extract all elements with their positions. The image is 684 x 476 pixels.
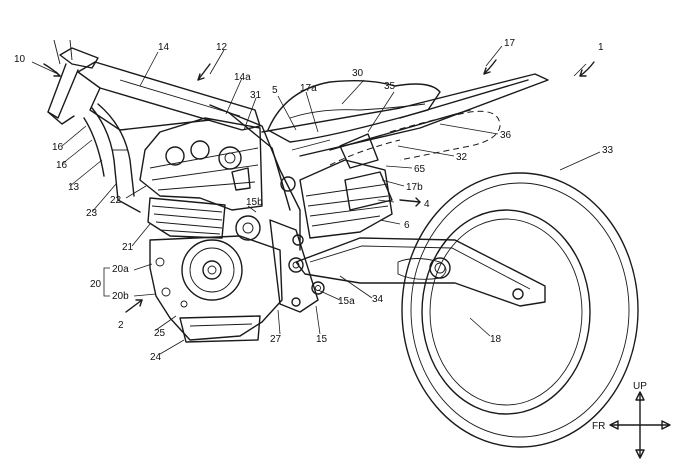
label-24: 24	[150, 352, 162, 363]
label-25: 25	[154, 328, 166, 339]
label-13: 13	[68, 182, 80, 193]
label-65: 65	[414, 164, 426, 175]
label-15a: 15a	[338, 296, 355, 307]
leader-lines	[31, 45, 601, 355]
pivot-bracket	[269, 176, 325, 313]
label-16-lower: 16	[56, 160, 68, 171]
label-27: 27	[270, 334, 282, 345]
label-36: 36	[500, 130, 512, 141]
label-17a: 17a	[300, 83, 317, 94]
label-17b: 17b	[406, 182, 423, 193]
label-10: 10	[14, 54, 26, 65]
label-33: 33	[602, 145, 614, 156]
rear-wheel	[401, 172, 639, 448]
label-20: 20	[90, 279, 102, 290]
label-23: 23	[86, 208, 98, 219]
label-21: 21	[122, 242, 134, 253]
direction-front-label: FR	[592, 421, 605, 432]
exhaust-hidden	[329, 110, 501, 166]
label-30: 30	[352, 68, 364, 79]
label-14: 14	[158, 42, 170, 53]
direction-indicator: UP FR	[592, 381, 671, 459]
reference-numerals: 1 10 12 14 17 30 35 5 17a 14a 31 36 33 3…	[14, 38, 614, 363]
label-17: 17	[504, 38, 516, 49]
label-5: 5	[272, 85, 278, 96]
label-35: 35	[384, 81, 396, 92]
steering-head	[47, 39, 99, 125]
label-31: 31	[250, 90, 262, 101]
label-12: 12	[216, 42, 228, 53]
engine-cylinder	[147, 197, 226, 239]
label-6: 6	[404, 220, 410, 231]
label-18: 18	[490, 334, 502, 345]
direction-up-label: UP	[633, 381, 647, 392]
label-16-upper: 16	[52, 142, 64, 153]
label-22: 22	[110, 195, 122, 206]
swing-arm	[288, 237, 546, 307]
crankcase	[149, 215, 283, 343]
engine-cylinder-head	[139, 117, 263, 211]
air-cleaner-box	[299, 133, 393, 239]
down-tubes	[83, 103, 141, 213]
label-14a: 14a	[234, 72, 251, 83]
label-2: 2	[118, 320, 124, 331]
assembly-arrows	[43, 59, 595, 313]
label-34: 34	[372, 294, 384, 305]
main-frame	[77, 61, 301, 251]
label-20b: 20b	[112, 291, 129, 302]
label-15: 15	[316, 334, 328, 345]
label-1: 1	[598, 42, 604, 53]
label-4: 4	[424, 199, 430, 210]
label-32: 32	[456, 152, 468, 163]
seat-and-rear-frame	[261, 73, 549, 157]
label-20a: 20a	[112, 264, 129, 275]
label-15b: 15b	[246, 197, 263, 208]
